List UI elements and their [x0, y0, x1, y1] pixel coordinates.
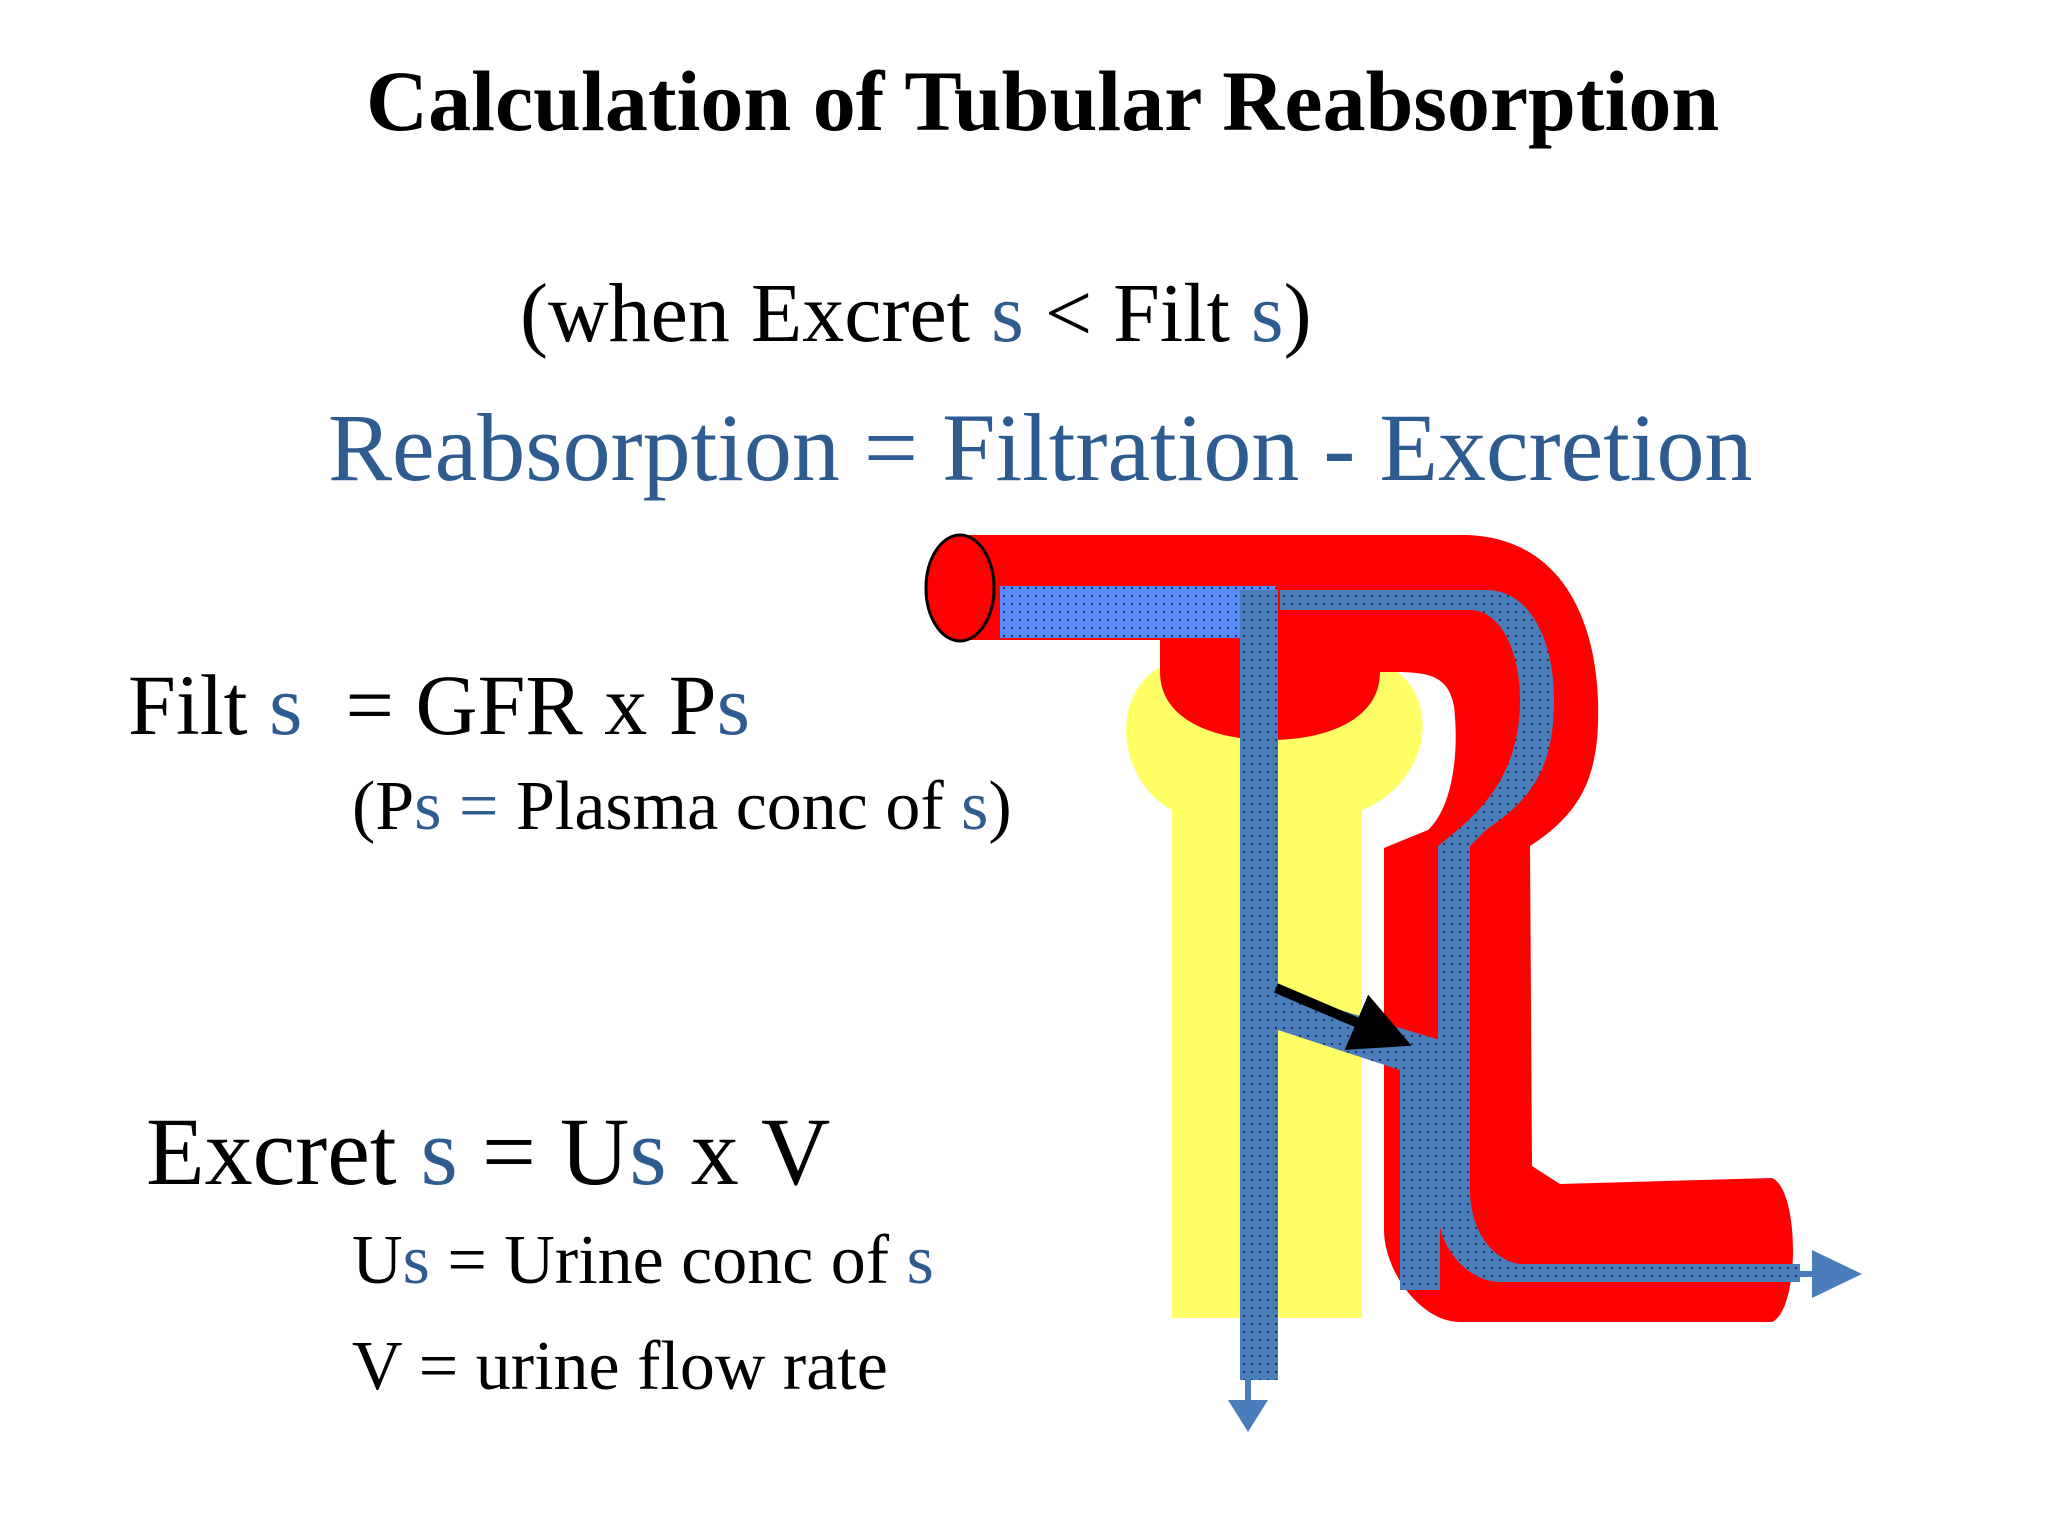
filt-label: Filt — [128, 657, 270, 753]
condition-open: (when Excret — [520, 267, 992, 360]
us-text: = Urine conc of — [429, 1222, 907, 1299]
ps-definition: (Ps = Plasma conc of s) — [352, 772, 1012, 842]
excret-equals: = U — [457, 1098, 630, 1205]
condition-middle: < Filt — [1023, 267, 1251, 360]
ps-s2: s — [961, 768, 989, 845]
vessel-opening — [924, 533, 996, 643]
peritubular-capillary — [1280, 590, 1800, 1282]
excret-s: s — [420, 1098, 458, 1205]
ps-text: Plasma conc of — [515, 768, 962, 845]
reabsorption-arrow — [1274, 983, 1412, 1050]
ps-eq: = — [441, 768, 516, 845]
us-u: U — [352, 1222, 403, 1299]
ps-close: ) — [988, 768, 1012, 845]
blood-vessel — [960, 535, 1793, 1322]
excret-label: Excret — [146, 1098, 421, 1205]
v-definition: V = urine flow rate — [352, 1328, 888, 1405]
excretion-equation: Excret s = Us x V — [146, 1104, 830, 1200]
excret-us-s: s — [629, 1098, 667, 1205]
condition-s-excret: s — [991, 267, 1024, 360]
excret-rest: x V — [666, 1098, 831, 1205]
condition-close: ) — [1283, 267, 1312, 360]
filt-equals: = GFR x P — [302, 657, 717, 753]
ps-open: (P — [352, 768, 415, 845]
urine-outflow-arrowhead — [1228, 1400, 1268, 1432]
filt-s: s — [269, 657, 303, 753]
condition-s-filt: s — [1250, 267, 1284, 360]
us-s2: s — [906, 1222, 934, 1299]
ps-s: s — [414, 768, 442, 845]
blood-outflow-arrowhead — [1812, 1250, 1862, 1298]
us-definition: Us = Urine conc of s — [352, 1226, 934, 1296]
reabsorption-equation: Reabsorption = Filtration - Excretion — [328, 394, 1753, 501]
condition-text: (when Excret s < Filt s) — [520, 272, 1312, 356]
filtrate-in-vessel — [1000, 586, 1276, 638]
filtration-equation: Filt s = GFR x Ps — [128, 662, 750, 748]
slide-title: Calculation of Tubular Reabsorption — [366, 53, 1720, 149]
us-s: s — [402, 1222, 430, 1299]
filt-ps-s: s — [716, 657, 751, 753]
tubule — [1240, 590, 1440, 1380]
